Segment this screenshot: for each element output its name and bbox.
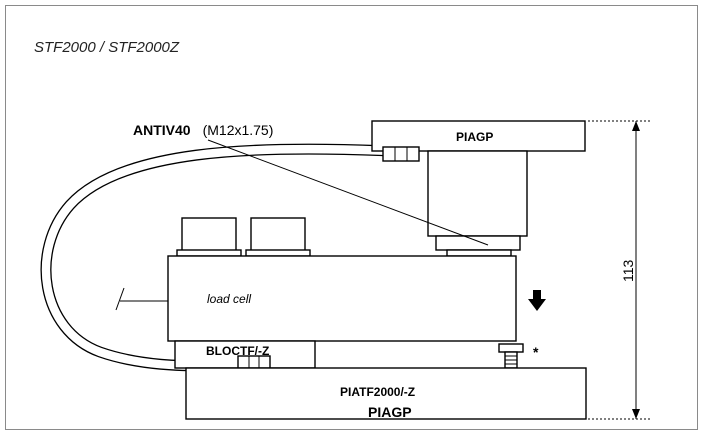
cable-break — [115, 287, 125, 311]
bloctf-label: BLOCTF/-Z — [206, 344, 269, 358]
connector-left — [181, 217, 237, 255]
dimension-label: 113 — [620, 259, 636, 282]
bolt-icon — [382, 146, 420, 162]
top-plate — [371, 120, 586, 152]
load-cell — [167, 255, 517, 342]
diagram-title: STF2000 / STF2000Z — [34, 39, 180, 56]
connector-right — [250, 217, 306, 255]
base-plate — [185, 367, 587, 420]
upper-mount-pad — [446, 249, 512, 257]
asterisk-mark: * — [533, 344, 539, 360]
hose-icon — [40, 143, 391, 372]
top-plate-label: PIAGP — [456, 130, 493, 144]
connector-left-base — [176, 249, 242, 257]
bolt-icon — [498, 343, 524, 369]
base-plate-sublabel: PIAGP — [368, 404, 412, 420]
antiv-name: ANTIV40 — [133, 122, 191, 138]
upper-mount-foot — [435, 235, 521, 251]
arrow-down-icon — [528, 290, 546, 311]
dimension-113 — [588, 120, 652, 420]
connector-right-base — [245, 249, 311, 257]
load-cell-label: load cell — [207, 292, 251, 306]
antiv-leader-line — [207, 139, 489, 246]
upper-mount — [427, 150, 528, 237]
antiv-label: ANTIV40 (M12x1.75) — [133, 122, 273, 139]
base-plate-label: PIATF2000/-Z — [340, 385, 415, 399]
bolt-icon — [237, 355, 271, 369]
antiv-thread: (M12x1.75) — [203, 122, 274, 138]
